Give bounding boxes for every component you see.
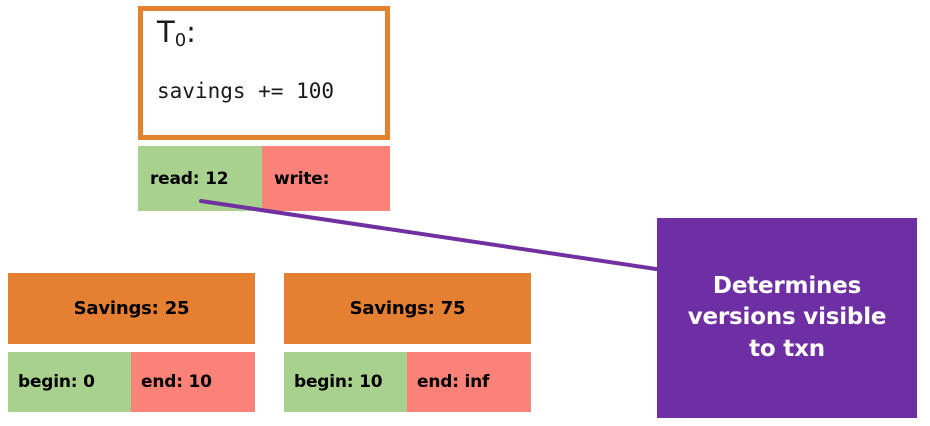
read-timestamp-cell: read: 12 xyxy=(138,146,262,211)
callout-text: Determines versions visible to txn xyxy=(688,271,887,364)
callout-line-2: versions visible xyxy=(687,304,887,331)
transaction-title: T0: xyxy=(157,15,196,51)
transaction-code-line: savings += 100 xyxy=(157,79,335,103)
version-begin-cell: begin: 0 xyxy=(8,352,131,412)
version-begin-cell: begin: 10 xyxy=(284,352,407,412)
version-range-row: begin: 0 end: 10 xyxy=(8,352,255,412)
version-range-row: begin: 10 end: inf xyxy=(284,352,531,412)
version-end-cell: end: 10 xyxy=(131,352,255,412)
transaction-colon: : xyxy=(186,15,196,49)
version-value-header: Savings: 25 xyxy=(8,273,255,344)
callout-line-3: to txn xyxy=(749,335,825,362)
transaction-subscript: 0 xyxy=(174,30,187,51)
version-end-cell: end: inf xyxy=(407,352,531,412)
transaction-timestamp-chip: read: 12 write: xyxy=(138,146,390,211)
version-card: Savings: 25 begin: 0 end: 10 xyxy=(8,273,255,412)
version-value-header: Savings: 75 xyxy=(284,273,531,344)
transaction-code-box: T0: savings += 100 xyxy=(138,6,390,140)
write-timestamp-cell: write: xyxy=(262,146,390,211)
callout-box: Determines versions visible to txn xyxy=(657,218,917,418)
callout-line-1: Determines xyxy=(712,273,862,300)
version-card: Savings: 75 begin: 10 end: inf xyxy=(284,273,531,412)
transaction-label: T xyxy=(157,15,175,49)
